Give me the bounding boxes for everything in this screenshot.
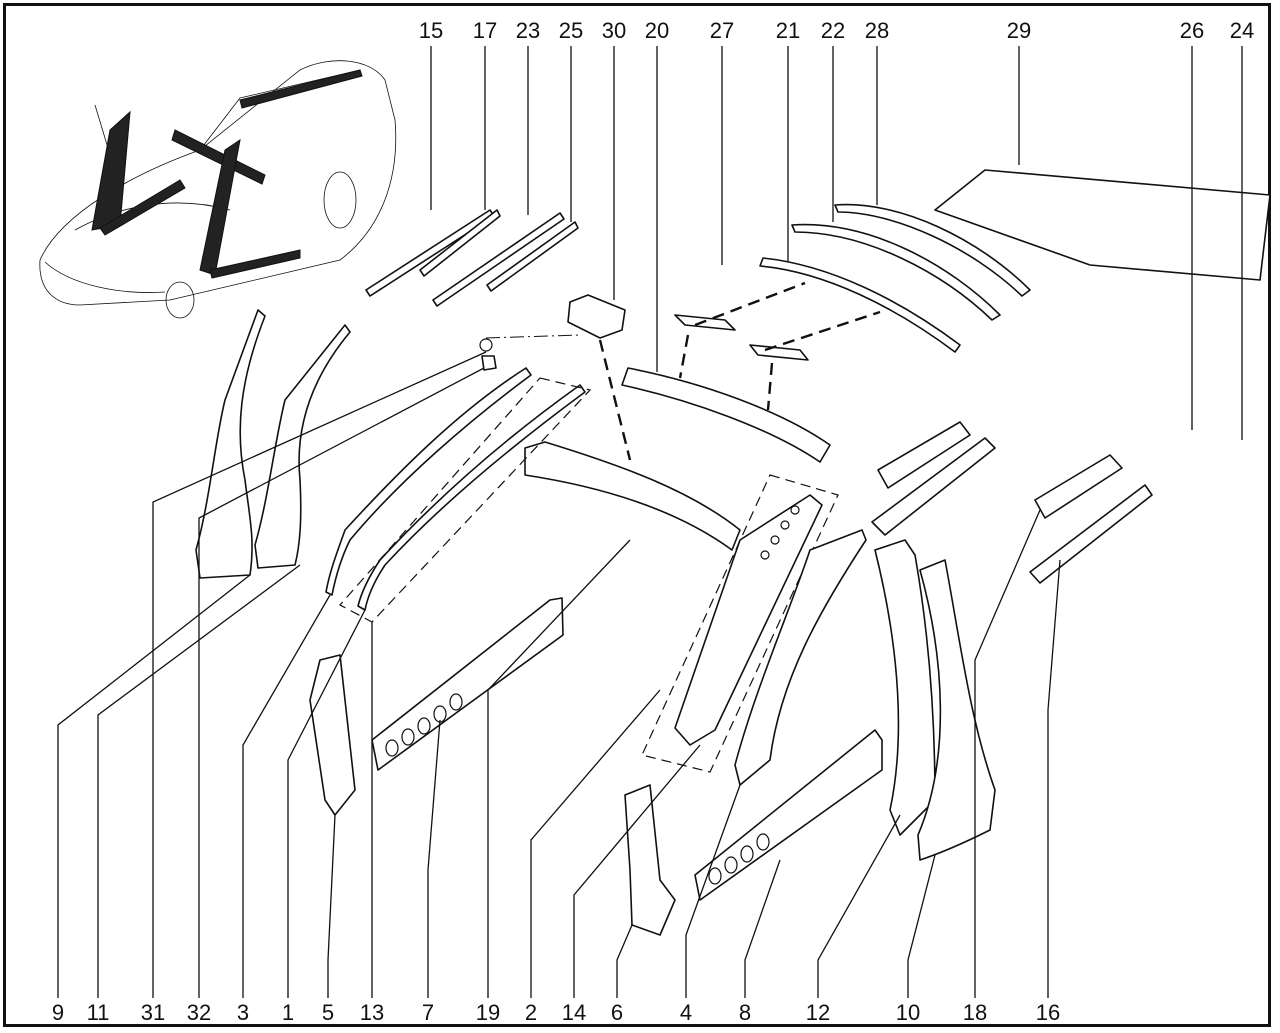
- part-31: [479, 338, 493, 352]
- leader-line-1: [287, 609, 366, 998]
- part-26: [877, 421, 971, 489]
- part-8: [694, 729, 883, 901]
- part-18: [1034, 454, 1123, 519]
- part-5: [309, 654, 356, 816]
- callout-label-30: 30: [602, 18, 626, 43]
- car-overview-illustration: [39, 60, 397, 319]
- roof-strips: [365, 209, 579, 307]
- leader-line-5: [327, 814, 336, 998]
- part-10: [917, 559, 996, 861]
- part-14-holes: [760, 505, 800, 560]
- leader-line-3: [242, 594, 331, 998]
- callout-label-11: 11: [87, 1000, 110, 1025]
- part-32: [481, 355, 497, 371]
- callout-label-22: 22: [821, 18, 845, 43]
- leader-line-11: [97, 564, 301, 998]
- leader-line-2: [530, 689, 661, 998]
- part-22: [791, 223, 1001, 321]
- callout-label-32: 32: [187, 1000, 211, 1025]
- leader-line-32: [198, 367, 485, 998]
- leader-line-10: [907, 854, 936, 998]
- leader-line-18: [974, 509, 1041, 998]
- group-14-outline: [641, 474, 839, 773]
- part-1: [325, 367, 532, 596]
- part-23: [432, 212, 565, 307]
- callout-label-5: 5: [322, 1000, 334, 1025]
- part-30: [567, 294, 626, 339]
- callout-label-15: 15: [419, 18, 443, 43]
- callout-label-4: 4: [680, 1000, 692, 1025]
- part-4: [734, 529, 867, 786]
- leader-line-14: [573, 744, 701, 998]
- callout-label-31: 31: [141, 1000, 165, 1025]
- callout-label-24: 24: [1230, 18, 1254, 43]
- diagram-frame: [3, 3, 1271, 1027]
- leader-line-8: [744, 859, 781, 998]
- part-21: [759, 257, 961, 353]
- part-17: [419, 209, 501, 277]
- callout-label-6: 6: [611, 1000, 623, 1025]
- leader-line-6: [616, 924, 633, 998]
- callout-label-23: 23: [516, 18, 540, 43]
- leader-line-4: [685, 784, 741, 998]
- part-14: [674, 494, 823, 746]
- leader-line-7: [427, 719, 441, 998]
- part-7: [371, 597, 564, 771]
- leader-line-31: [152, 351, 487, 998]
- leader-line-9: [57, 574, 251, 998]
- callout-label-10: 10: [896, 1000, 920, 1025]
- part-27b: [749, 344, 809, 361]
- part-15: [365, 209, 495, 297]
- part-11: [254, 324, 351, 569]
- part-6: [624, 784, 676, 936]
- callout-label-17: 17: [473, 18, 497, 43]
- callout-label-7: 7: [422, 1000, 434, 1025]
- callout-label-28: 28: [865, 18, 889, 43]
- callout-label-8: 8: [739, 1000, 751, 1025]
- part-27a: [674, 314, 736, 331]
- part-7-holes: [385, 693, 463, 757]
- part-24: [871, 437, 996, 536]
- part-8-holes: [708, 833, 770, 885]
- callout-label-25: 25: [559, 18, 583, 43]
- callout-label-20: 20: [645, 18, 669, 43]
- callout-label-13: 13: [360, 1000, 384, 1025]
- callout-label-9: 9: [52, 1000, 64, 1025]
- callout-label-21: 21: [776, 18, 800, 43]
- callout-label-14: 14: [562, 1000, 586, 1025]
- callout-label-27: 27: [710, 18, 734, 43]
- leader-line-16: [1047, 559, 1061, 998]
- leader-line-12: [817, 814, 901, 998]
- part-16: [1029, 484, 1153, 584]
- callout-label-12: 12: [806, 1000, 830, 1025]
- top-callout-labels: 15 17 23 25 30 20 27 21 22 28 29 26 24: [419, 18, 1254, 43]
- callout-label-19: 19: [476, 1000, 500, 1025]
- callout-label-16: 16: [1036, 1000, 1060, 1025]
- callout-label-29: 29: [1007, 18, 1031, 43]
- callout-label-2: 2: [525, 1000, 537, 1025]
- part-9: [195, 309, 266, 579]
- bottom-leader-lines: [57, 351, 1061, 998]
- part-20: [621, 367, 831, 463]
- callout-label-18: 18: [963, 1000, 987, 1025]
- top-leader-lines: [430, 46, 1243, 440]
- callout-label-26: 26: [1180, 18, 1204, 43]
- leader-line-19: [487, 539, 631, 998]
- part-19: [524, 441, 741, 551]
- part-29: [934, 169, 1271, 281]
- part-12: [874, 539, 936, 836]
- callout-label-3: 3: [237, 1000, 249, 1025]
- part-28: [834, 203, 1031, 297]
- part-25: [486, 221, 579, 292]
- callout-label-1: 1: [282, 1000, 294, 1025]
